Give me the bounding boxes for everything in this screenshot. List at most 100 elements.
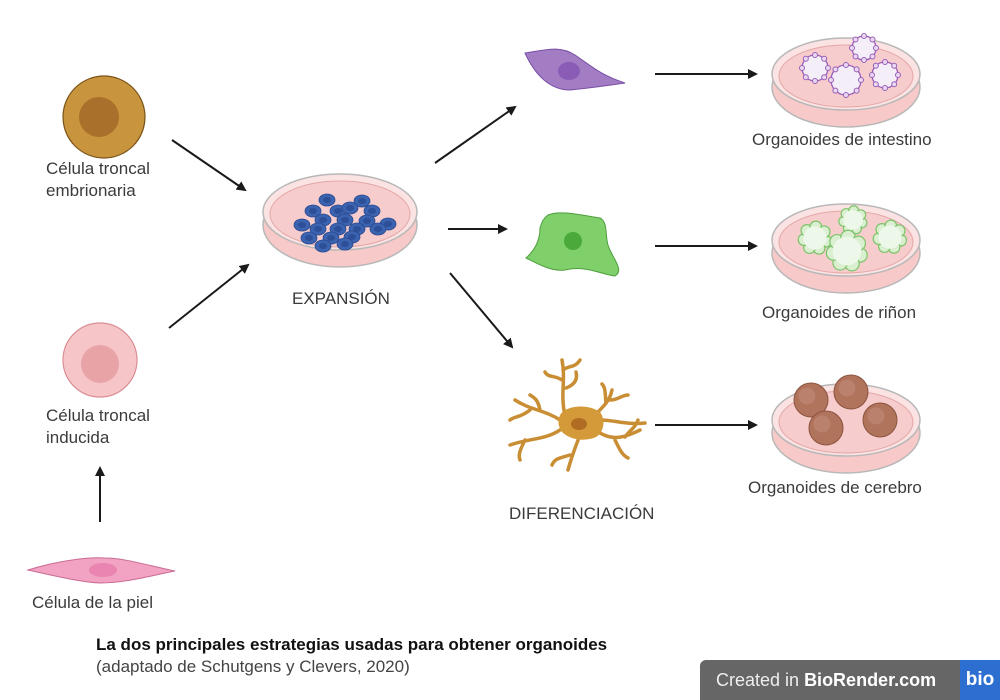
colony-cell-nucleus <box>346 205 354 211</box>
crypt-bud <box>861 33 867 39</box>
colony-cell-nucleus <box>314 226 322 232</box>
kidney-organoid <box>803 226 827 250</box>
colony-cell-nucleus <box>348 234 356 240</box>
crypt-bud <box>873 45 879 51</box>
cell-nucleus <box>558 62 580 80</box>
cell-nucleus <box>89 563 117 577</box>
crypt-bud <box>872 62 879 69</box>
crypt-bud <box>872 81 879 88</box>
induced-stem-cell <box>62 322 138 398</box>
figure-caption: La dos principales estrategias usadas pa… <box>96 634 607 678</box>
arrows <box>95 69 758 522</box>
intestinal-cell <box>524 48 626 91</box>
crypt-bud <box>825 65 831 71</box>
arrow-expansion-to-intestinal <box>434 105 517 164</box>
label-line: Célula troncal <box>46 159 150 178</box>
colony-cell-nucleus <box>368 208 376 214</box>
intestine-organoid-dish <box>771 33 921 128</box>
kidney-cell <box>525 212 620 277</box>
crypt-bud <box>802 74 809 81</box>
neuron-soma <box>558 406 604 440</box>
brain-organoids-label: Organoides de cerebro <box>748 478 922 497</box>
intestine-organoids <box>799 33 901 98</box>
colony-cell-nucleus <box>305 235 313 241</box>
crypt-bud <box>812 78 818 84</box>
colony-cell-nucleus <box>363 218 371 224</box>
crypt-bud <box>852 36 859 43</box>
label-line: Célula troncal <box>46 406 150 425</box>
crypt-bud <box>799 65 805 71</box>
arrow-expansion-to-neuron <box>449 272 514 349</box>
colony-cell-nucleus <box>334 226 342 232</box>
crypt-bud <box>869 72 875 78</box>
crypt-bud <box>832 66 839 73</box>
cell-nucleus <box>571 418 587 430</box>
skin-cell-label: Célula de la piel <box>32 593 153 612</box>
biorender-watermark[interactable]: Created in BioRender.com bio <box>700 660 1000 700</box>
colony-cell-nucleus <box>323 197 331 203</box>
colony-cell-nucleus <box>309 208 317 214</box>
crypt-bud <box>869 36 876 43</box>
neuron <box>508 358 647 472</box>
skin-cell <box>26 557 176 584</box>
crypt-bud <box>895 72 901 78</box>
crypt-bud <box>882 85 888 91</box>
biorender-logo-icon: bio <box>960 660 1000 700</box>
crypt-bud <box>869 53 876 60</box>
label-line: embrionaria <box>46 181 136 200</box>
crypt-bud <box>843 92 849 98</box>
arrow-embryonic-to-expansion <box>171 139 247 192</box>
differentiation-label: DIFERENCIACIÓN <box>509 504 655 523</box>
caption-title: La dos principales estrategias usadas pa… <box>96 635 608 654</box>
cell-nucleus <box>79 97 119 137</box>
colony-cell-nucleus <box>358 198 366 204</box>
watermark-prefix: Created in <box>716 669 805 690</box>
brain-organoid-dish <box>771 374 921 474</box>
caption-subtitle: (adaptado de Schutgens y Clevers, 2020) <box>96 657 410 676</box>
crypt-bud <box>832 87 839 94</box>
organoid-texture <box>838 379 856 397</box>
cell-nucleus <box>564 232 582 250</box>
crypt-bud <box>853 66 860 73</box>
organoid-texture <box>813 415 831 433</box>
cell-nucleus <box>81 345 119 383</box>
kidney-organoids-label: Organoides de riñon <box>762 303 917 322</box>
crypt-bud <box>843 62 849 68</box>
colony-cell-nucleus <box>334 208 342 214</box>
induced-stem-cell-label: Célula troncal inducida <box>46 405 150 449</box>
embryonic-stem-cell <box>62 75 146 159</box>
watermark-brand: BioRender.com <box>804 669 937 690</box>
crypt-bud <box>853 87 860 94</box>
expansion-dish <box>262 173 418 268</box>
embryonic-stem-cell-label: Célula troncal embrionaria <box>46 158 150 202</box>
crypt-bud <box>861 57 867 63</box>
crypt-bud <box>891 81 898 88</box>
label-line: inducida <box>46 428 110 447</box>
intestine-organoids-label: Organoides de intestino <box>752 130 932 149</box>
cell-colony <box>293 193 397 253</box>
crypt-bud <box>821 55 828 62</box>
crypt-bud <box>802 55 809 62</box>
arrow-induced-to-expansion <box>168 263 250 329</box>
kidney-organoid <box>843 210 863 230</box>
organoid-texture <box>867 407 885 425</box>
crypt-bud <box>849 45 855 51</box>
colony-cell-nucleus <box>384 221 392 227</box>
watermark-text: Created in BioRender.com <box>700 670 960 691</box>
crypt-bud <box>852 53 859 60</box>
colony-cell-nucleus <box>341 217 349 223</box>
kidney-organoid <box>832 236 862 266</box>
organoid-texture <box>798 387 816 405</box>
kidney-organoids <box>797 205 908 272</box>
kidney-organoid-dish <box>771 203 921 294</box>
kidney-organoid <box>878 225 902 249</box>
crypt-bud <box>891 62 898 69</box>
colony-cell-nucleus <box>298 222 306 228</box>
brain-organoids <box>793 374 898 446</box>
crypt-bud <box>858 77 864 83</box>
colony-cell-nucleus <box>353 226 361 232</box>
colony-cell-nucleus <box>319 243 327 249</box>
crypt-bud <box>882 59 888 65</box>
crypt-bud <box>821 74 828 81</box>
